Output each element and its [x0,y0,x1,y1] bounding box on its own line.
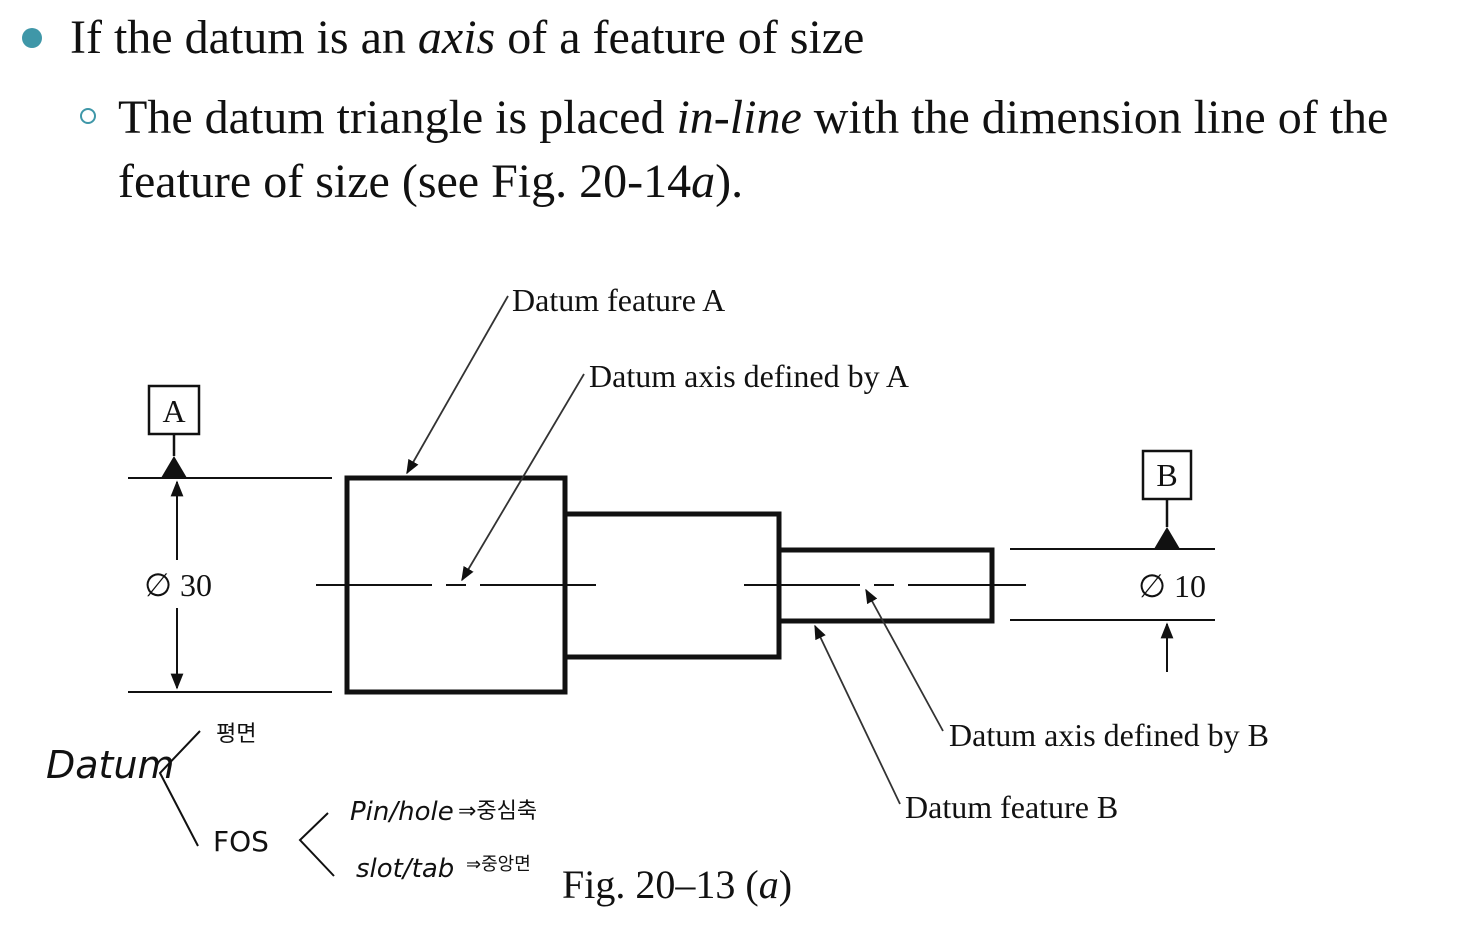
leader-axis-a [461,373,585,582]
bullet2-emphasis: in-line [676,91,802,144]
bullet2-pre: The datum triangle is placed [118,91,677,144]
bullet2-mid: with the dimension line of the feature o… [118,91,1389,208]
note-datum: Datum [46,743,175,787]
dim-small-label: ∅ 10 [1138,568,1206,604]
label-feature-b: Datum feature B [905,789,1118,825]
leader-axis-b [865,588,944,732]
note-slot-tab-result: ⇒중앙면 [466,854,531,875]
caption-post: ) [779,862,792,907]
leader-feature-b [814,624,901,805]
note-slot-tab: slot/tab [356,854,454,884]
note-plane: 평면 [216,722,256,747]
datum-a-triangle [161,456,187,478]
datum-b-letter: B [1156,457,1177,493]
bullet-text-1: If the datum is an axis of a feature of … [70,10,864,65]
bullet2-emphasis-2: a [691,155,716,208]
datum-b-triangle [1154,527,1180,549]
bullet-text-2: The datum triangle is placed in-line wit… [118,86,1458,214]
note-pin-hole: Pin/hole [350,797,454,827]
label-feature-a: Datum feature A [512,282,725,318]
note-brace-1 [158,730,201,847]
caption-pre: Fig. 20–13 ( [562,862,759,907]
sub-bullet-dot [80,108,96,124]
label-axis-b: Datum axis defined by B [949,717,1269,753]
note-pin-hole-result: ⇒중심축 [458,799,537,824]
bullet1-pre: If the datum is an [70,11,418,64]
dim-large-label: ∅ 30 [144,567,212,603]
note-fos: FOS [213,825,269,858]
bullet1-post: of a feature of size [495,11,865,64]
bullet-dot [22,28,42,48]
leader-feature-a [406,295,509,475]
bullet2-post: ). [715,155,744,208]
note-brace-2 [298,812,335,877]
datum-a-letter: A [162,393,185,429]
caption-emphasis: a [759,862,779,907]
label-axis-a: Datum axis defined by A [589,358,909,394]
bullet1-emphasis: axis [417,11,496,64]
figure-caption: Fig. 20–13 (a) [562,862,792,907]
